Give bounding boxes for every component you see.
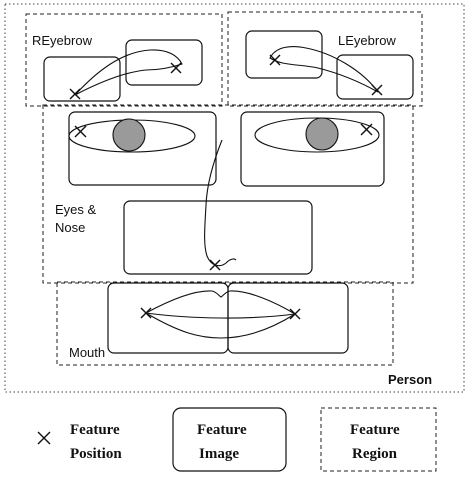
legend-image-symbol [172,407,287,472]
legend-image-label: Feature [197,422,247,438]
mouth-position-mark [289,308,301,320]
lower-lip [145,312,296,339]
reyebrow-position-mark [170,62,182,74]
person-region [4,3,465,393]
leyebrow-position-mark [371,84,383,96]
legend-region-label: Region [352,446,398,462]
nose-position-mark [209,259,221,271]
mouth-position-mark [140,307,152,319]
leyebrow-region [227,11,423,107]
legend-region-symbol [320,407,437,472]
left-eye-iris [305,117,339,151]
legend-position-symbol [37,431,51,445]
leyebrow-image-left [245,30,323,79]
right-eye-position-mark [74,125,87,138]
right-eye-image [68,111,217,186]
reyebrow-shape [74,49,183,96]
leyebrow-image-right [336,54,414,100]
nose-line [204,139,237,267]
nose-image [123,200,313,275]
reyebrow-position-mark [69,88,81,100]
legend: Feature Position Feature Image Feature R… [37,407,437,472]
left-eye-image [240,111,385,187]
reyebrow-image-right [125,39,203,86]
reyebrow-region [25,13,223,107]
legend-position-label: Feature [70,422,120,438]
left-eye-outline [254,117,380,153]
person-label: Person [388,372,432,387]
legend-position-label: Position [70,446,122,462]
legend-region-label: Feature [350,422,400,438]
right-eye-iris [112,118,146,152]
reyebrow-label: REyebrow [32,33,93,48]
legend-image-label: Image [199,446,239,462]
left-eye-position-mark [360,123,373,136]
eyes-nose-label: Nose [55,220,85,235]
eyes-nose-region [42,104,414,284]
mouth-region [56,281,394,366]
leyebrow-position-mark [269,54,281,66]
leyebrow-label: LEyebrow [338,33,396,48]
upper-lip [145,290,296,315]
eyes-nose-label: Eyes & [55,202,97,217]
lip-line [145,312,296,319]
reyebrow-image-left [43,56,121,102]
leyebrow-shape [269,46,379,93]
mouth-label: Mouth [69,345,105,360]
